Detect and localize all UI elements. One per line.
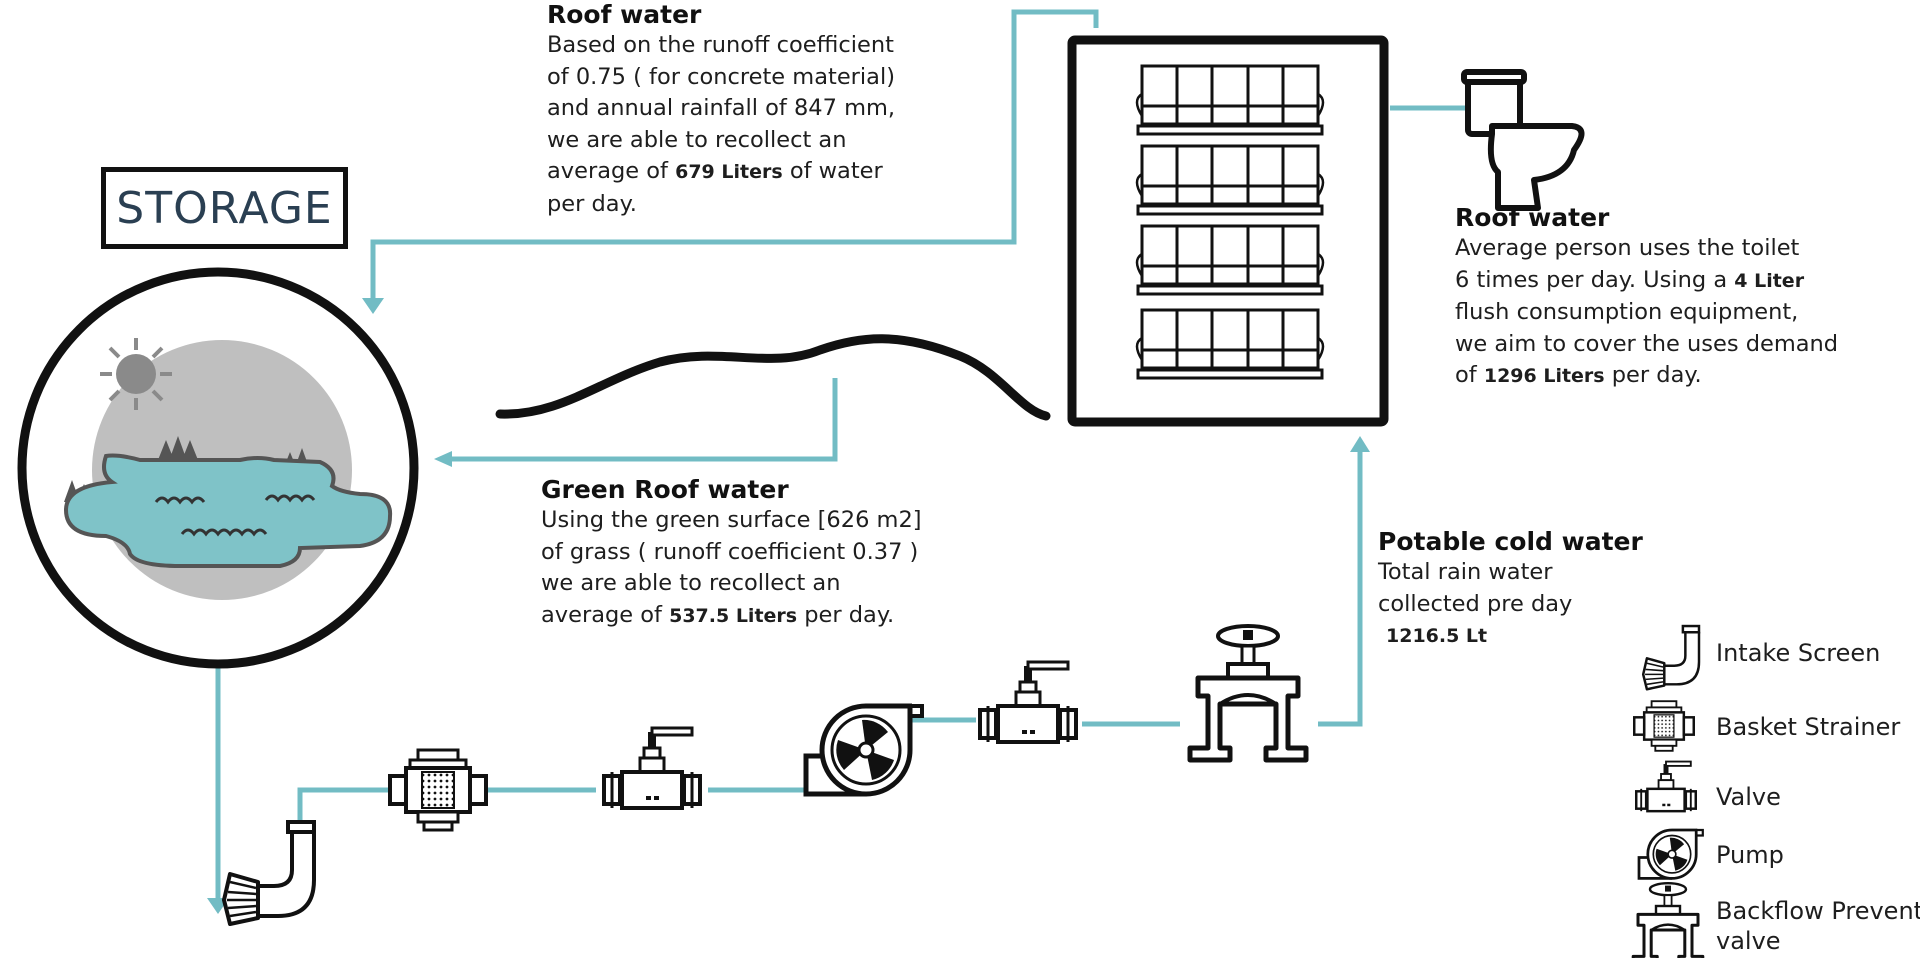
legend-label-basket-strainer: Basket Strainer — [1716, 713, 1901, 741]
potable-water-value-line: 1216.5 Lt — [1378, 620, 1643, 653]
green-roof-avg-value: 537.5 Liters — [669, 604, 798, 627]
legend-label-intake-screen: Intake Screen — [1716, 639, 1881, 667]
roof-water-avg-suffix: of water — [789, 158, 883, 184]
roof-water-line: average of 679 Liters of water — [547, 156, 895, 189]
toilet-line5-suffix: per day. — [1604, 362, 1702, 388]
legend-valve-icon — [1634, 760, 1698, 813]
toilet-flush-value: 4 Liter — [1734, 269, 1805, 292]
legend-label-backflow-valve: valve — [1716, 927, 1781, 955]
toilet-line: flush consumption equipment, — [1455, 299, 1799, 325]
potable-water-line: collected pre day — [1378, 590, 1573, 617]
valve-icon — [602, 726, 702, 810]
building-icon — [1067, 35, 1389, 427]
pipe-roof-to-storage — [370, 9, 1099, 300]
lake — [63, 453, 393, 568]
intake-screen-icon — [222, 820, 316, 926]
green-roof-line: Using the green surface [626 m2] — [541, 507, 922, 533]
toilet-demand-value: 1296 Liters — [1483, 365, 1605, 387]
roof-water-line: Based on the runoff coefficient — [547, 32, 894, 58]
toilet-line5-prefix: of — [1455, 362, 1477, 388]
valve-icon — [978, 660, 1078, 744]
arrow-roof-to-storage — [362, 298, 384, 314]
legend-label-backflow-prevent: Backflow Prevent — [1716, 897, 1920, 925]
potable-water-value: 1216.5 Lt — [1386, 625, 1488, 647]
roof-water-line: per day. — [547, 190, 637, 217]
legend-intake-screen-icon — [1641, 624, 1701, 691]
toilet-title: Roof water — [1455, 203, 1610, 232]
toilet-line: Average person uses the toilet — [1455, 235, 1800, 261]
potable-water-title: Potable cold water — [1378, 527, 1643, 556]
roof-water-line: we are able to recollect an — [547, 126, 847, 153]
pump-icon — [806, 704, 922, 804]
toilet-line: of 1296 Liters per day. — [1455, 360, 1838, 393]
roof-water-avg-prefix: average of — [547, 158, 668, 184]
legend-label-valve: Valve — [1716, 783, 1781, 811]
basket-strainer-icon — [388, 748, 488, 832]
storage-label: STORAGE — [101, 167, 348, 249]
pipes — [215, 9, 1470, 900]
roof-water-title: Roof water — [547, 0, 702, 29]
green-roof-avg-suffix: per day. — [804, 601, 895, 628]
legend-backflow-prevent-valve-icon — [1631, 881, 1705, 958]
roof-water-line: and annual rainfall of 847 mm, — [547, 95, 896, 121]
green-roof-line: of grass ( runoff coefficient 0.37 ) — [541, 538, 919, 565]
legend-pump-icon — [1637, 827, 1705, 886]
toilet-text: Roof water Average person uses the toile… — [1455, 203, 1838, 393]
green-roof-line: average of 537.5 Liters per day. — [541, 600, 922, 633]
pipe-intake-to-strainer — [297, 787, 390, 820]
waves-icon — [154, 494, 316, 537]
legend-label-pump: Pump — [1716, 841, 1784, 869]
sun-icon — [100, 338, 172, 410]
roof-water-line: of 0.75 ( for concrete material) — [547, 63, 895, 90]
green-roof-avg-prefix: average of — [541, 601, 662, 628]
roof-water-text: Roof water Based on the runoff coefficie… — [547, 0, 895, 220]
backflow-prevent-valve-icon — [1190, 626, 1306, 760]
toilet-line: 6 times per day. Using a 4 Liter — [1455, 265, 1838, 298]
roof-water-avg-value: 679 Liters — [675, 161, 783, 183]
legend-icons — [1631, 624, 1705, 958]
pipe-backflow-to-building — [1318, 450, 1363, 727]
green-roof-hill — [495, 334, 1051, 421]
pipe-green-roof-to-storage — [450, 378, 838, 462]
storage-tank — [17, 267, 419, 669]
toilet-line2-prefix: 6 times per day. Using a — [1455, 266, 1728, 293]
potable-water-line: Total rain water — [1378, 559, 1553, 585]
green-roof-line: we are able to recollect an — [541, 570, 841, 596]
arrow-to-building — [1350, 436, 1370, 452]
toilet-icon — [1461, 69, 1585, 211]
arrow-green-roof-to-storage — [434, 451, 452, 467]
legend-basket-strainer-icon — [1632, 699, 1696, 753]
potable-water-text: Potable cold water Total rain water coll… — [1378, 527, 1643, 653]
green-roof-text: Green Roof water Using the green surface… — [541, 475, 922, 632]
toilet-line: we aim to cover the uses demand — [1455, 330, 1839, 357]
green-roof-title: Green Roof water — [541, 475, 789, 504]
